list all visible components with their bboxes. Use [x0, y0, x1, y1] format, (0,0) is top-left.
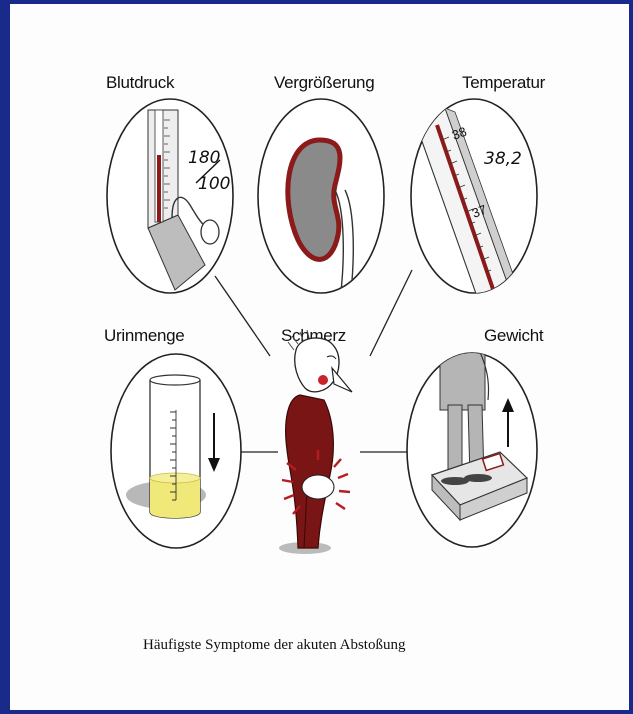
figure-cheek — [318, 375, 328, 385]
connector-blutdruck — [215, 276, 270, 356]
bp-reading-bottom: 100 — [198, 174, 230, 194]
temperature-reading: 38,2 — [484, 149, 522, 169]
figure-body — [286, 395, 334, 548]
circle-urinmenge — [111, 354, 241, 548]
figure-head — [295, 338, 339, 392]
connector-temperatur — [370, 270, 412, 356]
figure-schmerz — [279, 330, 352, 554]
circle-vergroesserung — [258, 99, 384, 300]
figure-caption: Häufigste Symptome der akuten Abstoßung — [143, 637, 405, 654]
circle-blutdruck: 180 100 — [107, 99, 233, 293]
circle-temperatur: 38 37 38,2 — [411, 99, 537, 305]
circle-gewicht — [407, 345, 537, 547]
